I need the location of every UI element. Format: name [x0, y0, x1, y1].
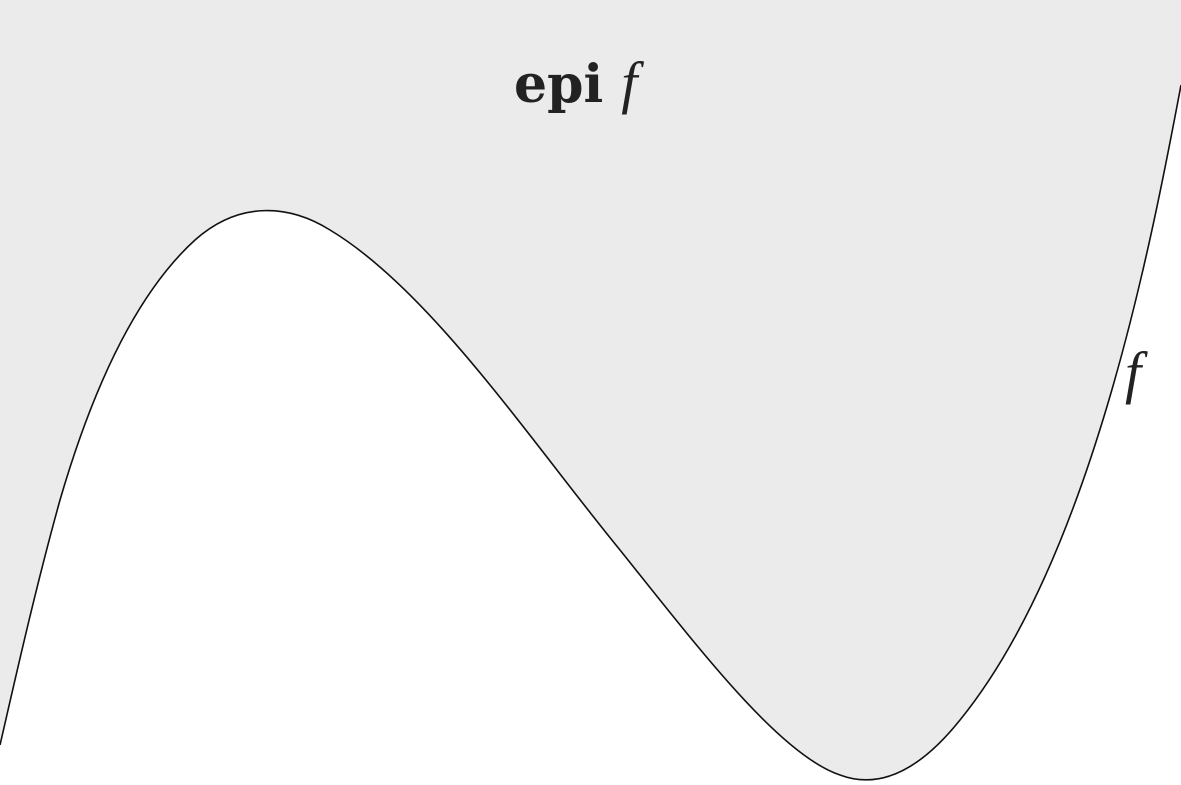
epigraph-label-text: epi	[514, 54, 603, 115]
function-curve	[0, 84, 1181, 781]
epigraph-label: epi f	[514, 50, 644, 115]
